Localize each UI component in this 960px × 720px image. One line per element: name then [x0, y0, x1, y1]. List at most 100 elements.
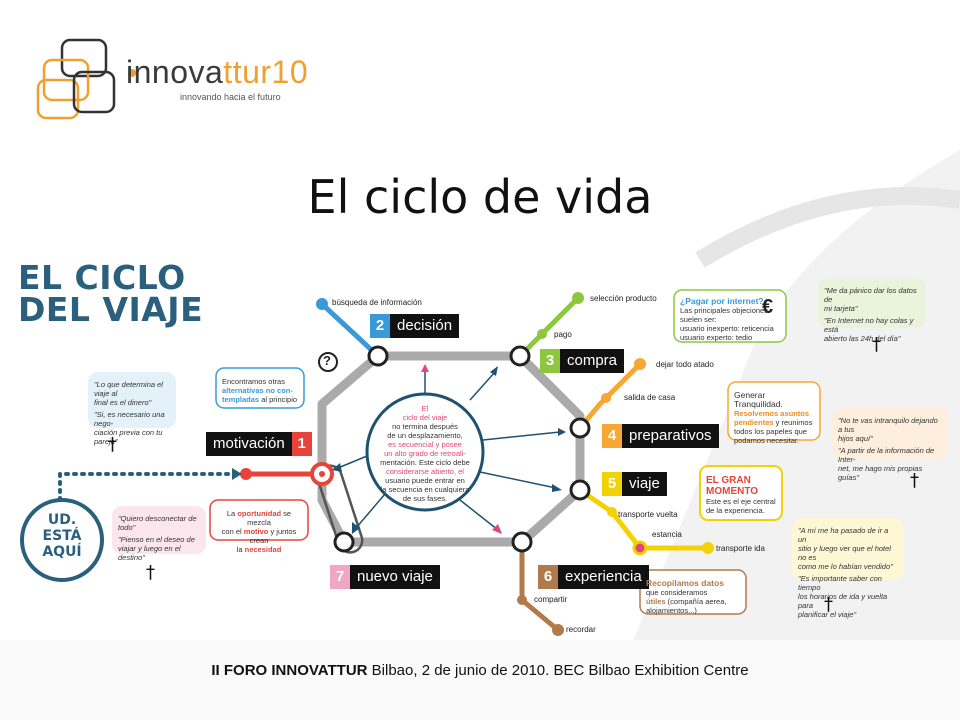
- logo-mark: [36, 38, 136, 120]
- box-line: alternativas no con-: [222, 386, 293, 395]
- center-text-line: es secuencial y posee: [388, 440, 462, 449]
- label-compartir: compartir: [534, 595, 568, 604]
- center-text-line: un alto grado de retroali-: [384, 449, 466, 458]
- quote-line: hijos aquí": [838, 434, 873, 443]
- box-line: usuario experto: tedio: [680, 333, 753, 342]
- center-text-line: ciclo del viaje: [402, 413, 448, 422]
- label-transporte-ida: transporte ida: [716, 544, 765, 553]
- quote-5: "A mí me ha pasado de ir a un sitio y lu…: [792, 522, 904, 623]
- quote-line: "No te vas intranquilo dejando a tus: [838, 416, 938, 434]
- box-line: ¿Pagar por internet?: [680, 296, 764, 306]
- label-estancia: estancia: [652, 530, 682, 539]
- station-node-experiencia: [511, 531, 533, 553]
- quote-bubble-5: [792, 518, 904, 580]
- quote-2: "Quiero desconectar de todo" "Pienso en …: [112, 510, 206, 566]
- label-dejar: dejar todo atado: [656, 360, 714, 369]
- center-text-line: no termina después: [392, 422, 458, 431]
- box-oportunidad: La oportunidad se mezcla con el motivo y…: [210, 504, 308, 559]
- center-text-line: El: [421, 404, 429, 413]
- station-name: motivación: [206, 432, 292, 456]
- station-name: decisión: [390, 314, 460, 338]
- you-are-here-word: ESTÁ: [42, 528, 82, 544]
- quote-line: "Me da pánico dar los datos de: [824, 286, 917, 304]
- box-momento: EL GRAN MOMENTO Este es el eje central d…: [700, 470, 782, 520]
- center-text-line: usuario puede entrar en: [385, 476, 465, 485]
- label-busqueda: búsqueda de información: [332, 298, 422, 307]
- station-number: 3: [540, 349, 560, 373]
- quote-bubble-2: [112, 506, 206, 554]
- quote-bubble-4: [832, 408, 948, 460]
- box-line: La: [226, 509, 238, 518]
- quote-line: "En Internet no hay colas y está: [824, 316, 914, 334]
- person-icon: †: [872, 334, 881, 355]
- person-icon: †: [146, 562, 155, 583]
- box-line: pendientes: [734, 418, 774, 427]
- station-number: 5: [602, 472, 622, 496]
- center-arrows: [332, 364, 566, 534]
- station-name: compra: [560, 349, 625, 373]
- box-line: útiles: [646, 597, 666, 606]
- quote-line: "Quiero desconectar de: [118, 514, 197, 523]
- logo-wordmark: innovattur10: [126, 54, 309, 90]
- box-tranquilidad-bg: [727, 381, 821, 441]
- station-number: 6: [538, 565, 558, 589]
- quote-line: como me lo habían vendido": [798, 562, 893, 571]
- box-pagar-bg: [673, 289, 787, 343]
- box-line: con el: [221, 527, 244, 536]
- box-line: Resolvemos asuntos: [734, 409, 810, 418]
- box-line: Las principales objeciones: [680, 306, 768, 315]
- quote-bubble-1: [88, 372, 176, 428]
- quote-line: "Si, es necesario una nego-: [94, 410, 165, 428]
- quote-line: "Lo que determina el viaje al: [94, 380, 163, 398]
- station-name: viaje: [622, 472, 667, 496]
- station-number: 4: [602, 424, 622, 448]
- euro-icon: €: [762, 296, 774, 318]
- station-node-preparativos: [569, 417, 591, 439]
- box-line: necesidad: [244, 545, 282, 554]
- station-node-viaje: [569, 479, 591, 501]
- you-are-here-badge: [20, 498, 104, 582]
- box-line: MOMENTO: [706, 486, 759, 497]
- quote-line: "A mí me ha pasado de ir a un: [798, 526, 889, 544]
- station-name: nuevo viaje: [350, 565, 440, 589]
- infographic-title-line1: EL CICLO: [18, 258, 186, 297]
- label-transporte-vuelta: transporte vuelta: [618, 510, 678, 519]
- quote-3: "Me da pánico dar los datos de mi tarjet…: [818, 282, 926, 347]
- station-name: preparativos: [622, 424, 719, 448]
- footer: II FORO INNOVATTUR Bilbao, 2 de junio de…: [0, 662, 960, 679]
- quote-line: "Pienso en el deseo de: [118, 535, 195, 544]
- branch-compra: [518, 296, 580, 358]
- box-line: templadas: [222, 395, 260, 404]
- center-text-line: mentación. Este ciclo debe: [380, 458, 470, 467]
- footer-event: II FORO INNOVATTUR: [211, 662, 368, 679]
- quote-line: los horarios de ida y vuelta para: [798, 592, 888, 610]
- box-tranquilidad: Generar Tranquilidad. Resolvemos asuntos…: [728, 386, 820, 450]
- center-text-line: de sus fases.: [402, 494, 448, 503]
- center-text: El ciclo del viaje no termina después de…: [369, 404, 481, 503]
- branch-busqueda: [320, 302, 380, 358]
- background-arc: [695, 187, 960, 268]
- box-line: y juntos crean: [249, 527, 297, 545]
- box-pagar: ¿Pagar por internet? Las principales obj…: [674, 292, 786, 347]
- logo-tagline: innovando hacia el futuro: [180, 92, 281, 102]
- quote-line: planificar el viaje": [798, 610, 857, 619]
- infographic-title: EL CICLO DEL VIAJE: [18, 258, 203, 326]
- quote-4: "No te vas intranquilo dejando a tus hij…: [832, 412, 948, 486]
- station-number: 7: [330, 565, 350, 589]
- station-name: experiencia: [558, 565, 649, 589]
- you-are-here-word: AQUÍ: [42, 544, 82, 560]
- box-line: Este es el eje central: [706, 497, 776, 506]
- slide-title: El ciclo de vida: [307, 170, 653, 224]
- box-line: la: [236, 545, 245, 554]
- box-line: (compañía aerea,: [665, 597, 727, 606]
- label-seleccion: selección producto: [590, 294, 657, 303]
- box-oportunidad-bg: [209, 499, 309, 541]
- box-line: Recopilamos datos: [646, 578, 724, 588]
- box-line: alojamientos...): [646, 606, 697, 615]
- box-recopilamos-bg: [639, 569, 747, 615]
